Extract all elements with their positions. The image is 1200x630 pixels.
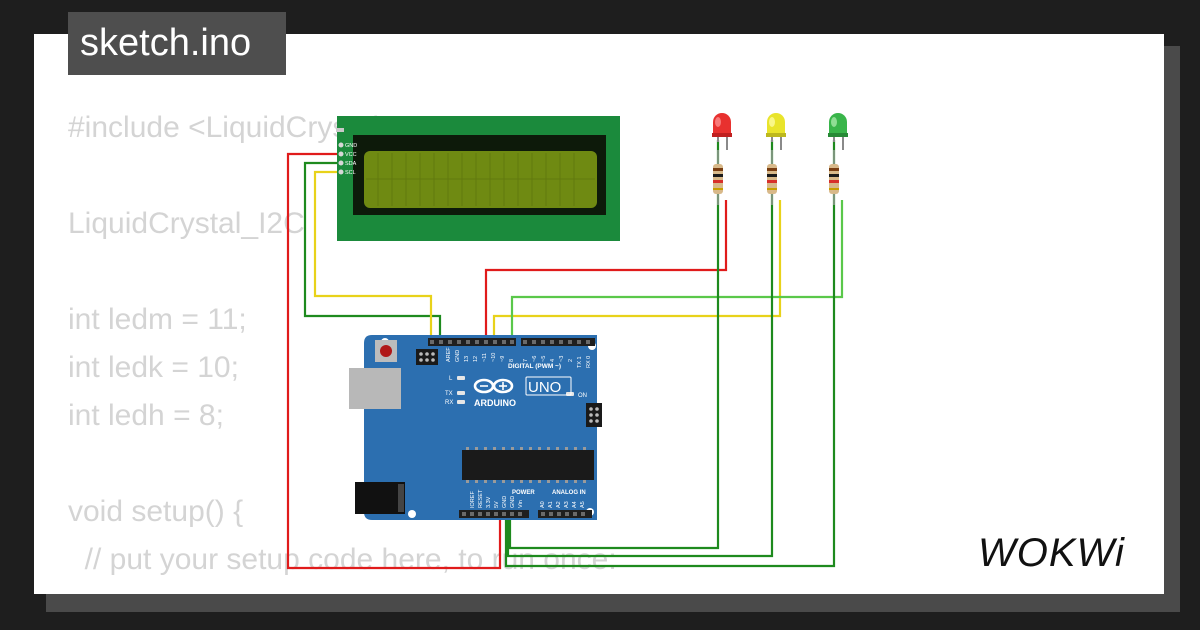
power-pin-label: GND (510, 496, 516, 508)
arduino-uno: AREF GND 13 12 ~11 ~10 ~9 8 7 ~6 ~5 4 ~3… (349, 335, 602, 520)
digital-header-right (521, 338, 595, 346)
led-l-indicator (457, 376, 465, 380)
led-on-label: ON (578, 393, 587, 399)
analog-pin-label: A1 (548, 501, 554, 508)
pin-label: 12 (473, 356, 479, 362)
analog-pin-label: A3 (564, 501, 570, 508)
wire-led-yellow (492, 200, 782, 343)
pin-label: 4 (550, 359, 556, 362)
wire-gnd-2 (506, 140, 774, 558)
lcd-pin-header: GND VCC SDA SCL (336, 128, 357, 176)
wire-gnd-1 (508, 140, 720, 550)
wire-led-red (484, 200, 728, 343)
arduino-brand: ARDUINO (474, 398, 516, 408)
wire-lcd-vcc (303, 161, 442, 343)
resistor-red (713, 150, 723, 205)
wokwi-logo: WOKWi (978, 531, 1125, 575)
analog-pin-label: A4 (572, 501, 578, 508)
pin-label: 2 (568, 359, 574, 362)
pin-label: ~6 (532, 356, 538, 362)
resistor-green (829, 150, 839, 205)
power-pin-label: RESET (478, 489, 484, 508)
wire-gnd-3 (504, 140, 836, 568)
pin-label: 7 (523, 359, 529, 362)
code-line: LiquidCrystal_I2C (68, 207, 305, 240)
arduino-model: UNO (528, 379, 561, 396)
icsp-header-right (586, 403, 602, 427)
lcd-pin-vcc: VCC (345, 152, 357, 158)
power-jack (355, 482, 405, 514)
pin-label-aref: AREF (446, 347, 452, 362)
arduino-logo-icon (473, 378, 514, 394)
power-pin-label: IOREF (470, 491, 476, 508)
pin-label: 8 (509, 359, 515, 362)
code-line: int ledm = 11; (68, 303, 247, 336)
lcd-pin-sda: SDA (345, 161, 357, 167)
digital-header-left (428, 338, 516, 346)
lcd-pin-scl: SCL (345, 170, 356, 176)
pin-label: 13 (464, 356, 470, 362)
code-line: int ledh = 8; (68, 399, 224, 432)
led-rx-indicator (457, 400, 465, 404)
lcd-pin-gnd: GND (345, 143, 357, 149)
sketch-title: sketch.ino (68, 12, 286, 75)
power-label: POWER (512, 490, 535, 496)
lcd-module: GND VCC SDA SCL (336, 116, 620, 241)
code-line: lcd.init(); (68, 584, 617, 594)
pin-label: ~9 (500, 356, 506, 362)
code-line: // put your setup code here, to run once… (68, 543, 617, 576)
pin-label-gnd: GND (455, 350, 461, 362)
usb-connector (349, 368, 401, 409)
wire-led-green (510, 200, 844, 343)
led-green (828, 113, 848, 150)
code-line: int ledk = 10; (68, 351, 239, 384)
icsp-header (416, 349, 438, 365)
analog-pin-label: A5 (580, 501, 586, 508)
pin-label: TX 1 (577, 356, 583, 368)
pin-label: RX 0 (586, 356, 592, 368)
pin-label: ~11 (482, 353, 488, 362)
power-pin-label: 3.3V (486, 496, 492, 508)
analog-label: ANALOG IN (552, 490, 586, 496)
code-line: void setup() { (68, 495, 244, 528)
power-pin-label: Vin (518, 500, 524, 508)
analog-pin-label: A0 (540, 501, 546, 508)
power-pin-label: 5V (494, 501, 500, 508)
led-tx-indicator (457, 391, 465, 395)
led-red (712, 113, 732, 150)
lcd-character-grid (366, 153, 595, 206)
wire-lcd-sda (313, 170, 433, 343)
led-l-label: L (449, 376, 453, 382)
pin-label: ~5 (541, 356, 547, 362)
pin-label: ~3 (559, 356, 565, 362)
wokwi-logo-text: WOKWi (978, 531, 1125, 575)
led-yellow (766, 113, 786, 150)
digital-label: DIGITAL (PWM ~) (508, 363, 561, 370)
led-rx-label: RX (445, 400, 453, 406)
analog-pin-label: A2 (556, 501, 562, 508)
pin-label: ~10 (491, 353, 497, 362)
microcontroller-chip (462, 447, 594, 483)
resistor-yellow (767, 150, 777, 205)
wire-lcd-gnd (286, 152, 502, 570)
power-pin-label: GND (502, 496, 508, 508)
led-tx-label: TX (445, 391, 453, 397)
